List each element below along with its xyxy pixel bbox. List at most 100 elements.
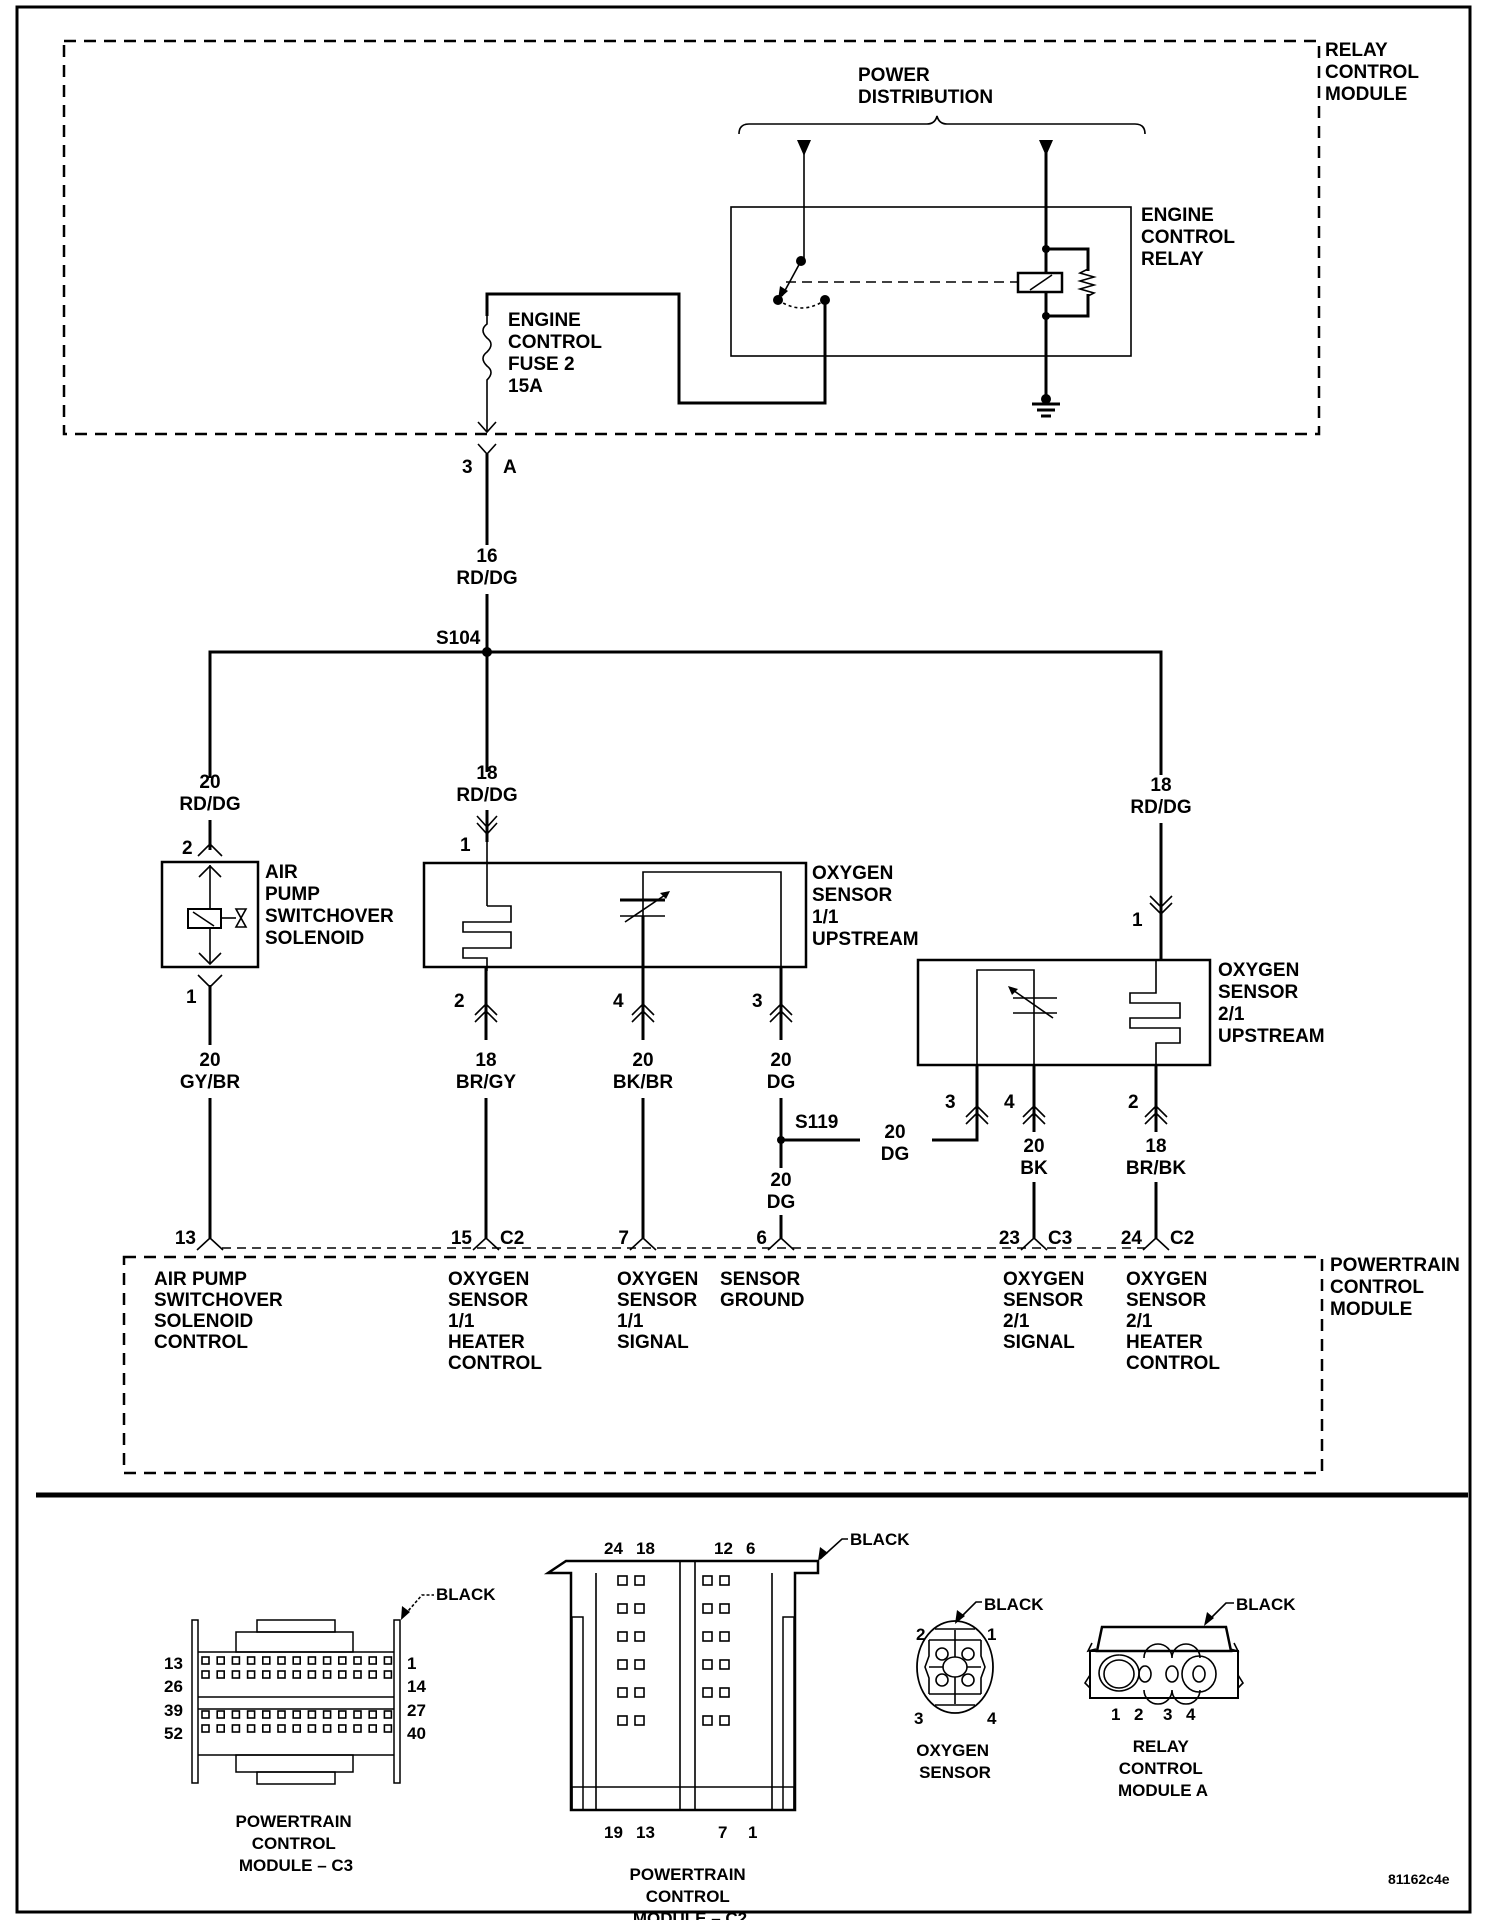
variable-sensor-icon (624, 892, 669, 923)
wire-label: 18 (1145, 1136, 1166, 1157)
svg-text:4: 4 (613, 991, 624, 1012)
pin-cavity (201, 1670, 210, 1679)
pin-cavity (617, 1631, 628, 1642)
pin-label: 1 (186, 987, 197, 1008)
powertrain-control-module-label: POWERTRAIN CONTROL MODULE (1330, 1255, 1465, 1320)
pin-cavity (702, 1659, 713, 1670)
pin-cavity (201, 1656, 210, 1665)
pin-cavity (292, 1670, 302, 1679)
pcm-terminal-pin: 6 (756, 1228, 767, 1249)
pin-cavity (246, 1724, 256, 1733)
pin-cavity (383, 1710, 393, 1719)
relay-control-module-boundary (62, 39, 1321, 436)
engine-control-relay-label: ENGINE CONTROL RELAY (1141, 205, 1240, 270)
svg-text:1: 1 (987, 1625, 996, 1644)
pin-cavity (292, 1656, 302, 1665)
fuse-label: ENGINE CONTROL FUSE 2 15A (508, 310, 607, 397)
wire-label: 20 (884, 1122, 905, 1143)
pin-cavity (368, 1710, 378, 1719)
connector-view-oxygen-sensor: 2 1 3 4 BLACK OXYGEN SENSOR (914, 1595, 1044, 1782)
svg-text:26: 26 (164, 1677, 183, 1696)
connector-a-icon (477, 443, 497, 456)
pin-cavity (353, 1710, 362, 1719)
wire-label: 20 (1023, 1136, 1044, 1157)
svg-text:BLACK: BLACK (436, 1585, 496, 1604)
wire-label: DG (767, 1192, 796, 1213)
pin-cavity (353, 1724, 362, 1733)
svg-text:3: 3 (1163, 1705, 1172, 1724)
svg-text:OXYGEN SENSOR: OXYGEN SENSOR (916, 1741, 993, 1782)
wire-label: GY/BR (180, 1072, 240, 1093)
pin-cavity (617, 1687, 628, 1698)
svg-text:POWERTRAIN CONTROL: POWERTRAIN CONTROL MODULE – C3 (236, 1812, 357, 1875)
pin-cavity (216, 1656, 225, 1665)
pcm-terminal-pin: 24 (1121, 1228, 1143, 1249)
solenoid-coil-icon (187, 908, 222, 929)
pin-cavity (634, 1575, 645, 1586)
pin-cavity (261, 1670, 271, 1679)
pcm-terminal-pin: 15 (451, 1228, 473, 1249)
pin-cavity (231, 1710, 241, 1719)
pin-cavity (702, 1575, 713, 1586)
svg-text:3: 3 (914, 1709, 923, 1728)
wire-label: BK/BR (613, 1072, 673, 1093)
pin-cavity (216, 1710, 225, 1719)
pin-cavity (201, 1710, 210, 1719)
pin-cavity (231, 1670, 241, 1679)
wire-label: RD/DG (456, 568, 517, 589)
pin-cavity (277, 1724, 286, 1733)
pin-cavity (322, 1670, 332, 1679)
pin-cavity (353, 1670, 362, 1679)
svg-text:BLACK: BLACK (850, 1530, 910, 1549)
pin-cavity (246, 1670, 256, 1679)
svg-text:13: 13 (636, 1823, 655, 1842)
pin-cavity (307, 1724, 317, 1733)
power-distribution-label: POWER DISTRIBUTION (858, 65, 993, 108)
svg-text:40: 40 (407, 1724, 426, 1743)
pin-cavity (307, 1670, 317, 1679)
svg-text:4: 4 (987, 1709, 997, 1728)
svg-text:39: 39 (164, 1701, 183, 1720)
pin-cavity (368, 1656, 378, 1665)
wire-label: RD/DG (456, 785, 517, 806)
wire-label: 20 (770, 1170, 791, 1191)
svg-text:POWERTRAIN CONTROL: POWERTRAIN CONTROL MODULE – C2 (630, 1865, 751, 1920)
wire-label: 18 (475, 1050, 496, 1071)
pin-cavity (307, 1710, 317, 1719)
svg-text:12: 12 (714, 1539, 733, 1558)
heater-element-icon (462, 905, 512, 971)
pin-cavity (261, 1710, 271, 1719)
pin-cavity (277, 1710, 286, 1719)
pin-cavity (292, 1724, 302, 1733)
connector-view-pcm-c2: 24 18 12 6 19 13 7 1 BLACK POWERTRAIN CO… (543, 1530, 910, 1920)
pin-cavity (337, 1724, 347, 1733)
pin-cavity (307, 1656, 317, 1665)
svg-text:24: 24 (604, 1539, 623, 1558)
oxygen-sensor-1-1-label: OXYGEN SENSOR 1/1 UPSTREAM (812, 863, 919, 950)
pin-cavity (216, 1724, 225, 1733)
pin-cavity (719, 1631, 730, 1642)
pcm-connector-id: C2 (1170, 1228, 1194, 1249)
pin-cavity (702, 1687, 713, 1698)
svg-text:27: 27 (407, 1701, 426, 1720)
wire-label: 20 (770, 1050, 791, 1071)
pin-cavity (231, 1656, 241, 1665)
wire-label: 20 (632, 1050, 653, 1071)
pin-cavity (383, 1656, 393, 1665)
ground-icon (1041, 394, 1051, 404)
wire-label: BK (1020, 1158, 1048, 1179)
pin-cavity (216, 1670, 225, 1679)
pin-cavity (634, 1659, 645, 1670)
pin-cavity (702, 1603, 713, 1614)
outer-frame (15, 5, 1472, 1914)
wire-label: RD/DG (1130, 797, 1191, 818)
o2-11-pin-2: 2 18 BR/GY (454, 967, 516, 1238)
